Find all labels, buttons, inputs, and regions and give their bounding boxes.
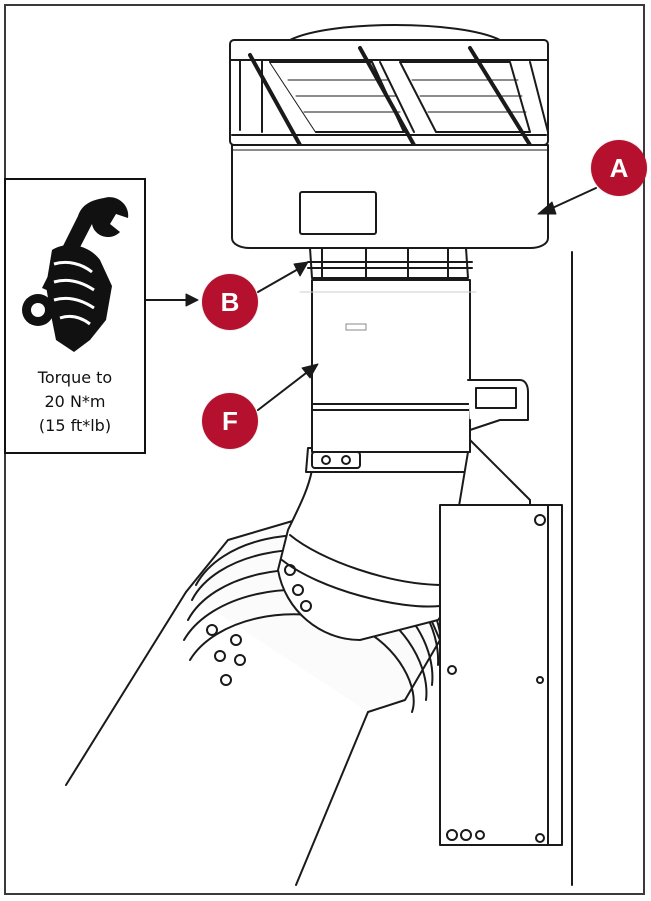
arrow-b — [257, 267, 301, 293]
straight-pipe — [299, 279, 529, 453]
torque-line-1: Torque to — [37, 368, 113, 387]
vent-cap — [229, 24, 549, 249]
upper-clamp — [307, 247, 473, 279]
torque-line-3: (15 ft*lb) — [38, 416, 112, 435]
torque-line-2: 20 N*m — [44, 392, 106, 411]
callout-a: A — [591, 140, 647, 196]
wrench-hand-icon — [22, 197, 129, 352]
leader-arrows — [145, 187, 597, 411]
arrow-f — [257, 369, 311, 411]
callout-f: F — [202, 393, 258, 449]
torque-spec-box: Torque to 20 N*m (15 ft*lb) — [4, 178, 146, 454]
wall-bracket — [439, 439, 563, 846]
torque-spec-text: Torque to 20 N*m (15 ft*lb) — [6, 366, 144, 438]
callout-b: B — [202, 274, 258, 330]
arrow-a — [547, 187, 597, 211]
